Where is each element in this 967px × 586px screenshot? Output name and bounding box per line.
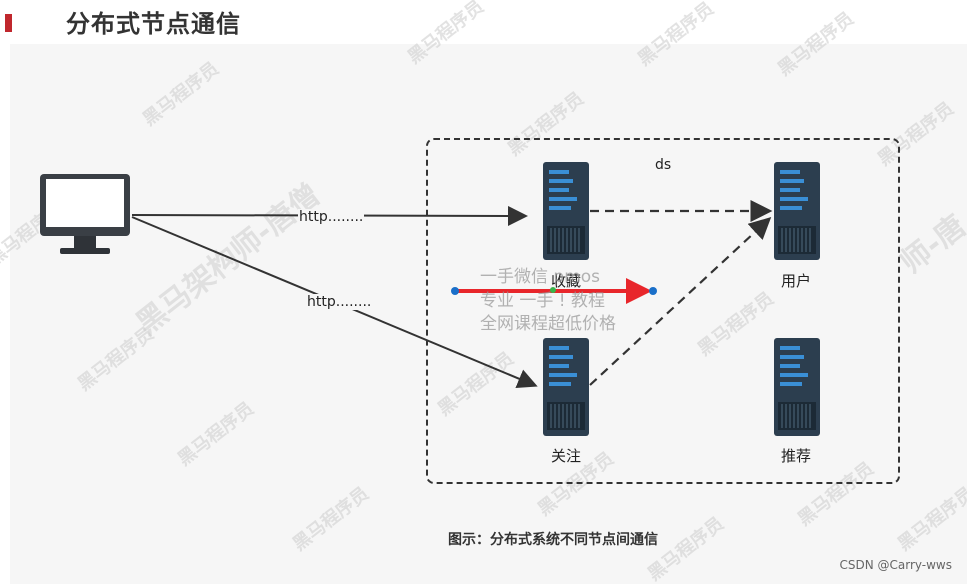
source-credit: CSDN @Carry-wws	[839, 558, 952, 572]
handle-dot	[451, 287, 459, 295]
red-annotation-arrowhead	[626, 278, 652, 304]
edge-follow-users	[589, 217, 772, 386]
node-label-recommend: 推荐	[780, 447, 811, 465]
overlay-text-line: 一手微信 pmos	[480, 267, 601, 287]
edge-label-ds: ds	[655, 157, 672, 173]
slide-background	[10, 44, 967, 584]
edge-label-http: http........	[306, 294, 373, 310]
desktop-computer-icon	[40, 174, 130, 254]
node-label-follow: 关注	[550, 447, 581, 465]
title-accent-bar	[5, 14, 12, 32]
server-icon	[543, 338, 589, 436]
handle-dot	[550, 287, 556, 293]
handle-dot	[649, 287, 657, 295]
server-icon	[774, 338, 820, 436]
server-icon	[543, 162, 589, 260]
figure-caption: 图示：分布式系统不同节点间通信	[448, 532, 658, 548]
server-cluster-boundary	[426, 138, 900, 484]
node-label-users: 用户	[780, 272, 811, 290]
edge-label-http: http........	[298, 209, 365, 225]
overlay-text-line: 全网课程超低价格	[480, 314, 616, 334]
node-label-favorites: 收藏	[550, 272, 581, 290]
page-title: 分布式节点通信	[66, 10, 241, 38]
overlay-text-line: 专业 一手 ! 教程	[480, 291, 606, 311]
server-icon	[774, 162, 820, 260]
